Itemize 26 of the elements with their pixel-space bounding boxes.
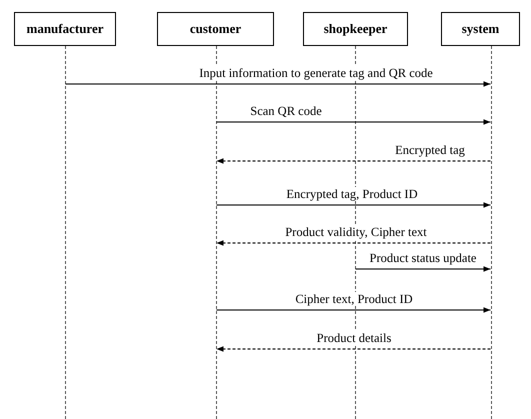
participant-name: customer [190,21,242,37]
message-label: Encrypted tag [395,143,465,157]
lifeline [491,46,492,419]
message-arrow [216,158,491,164]
participant-box [441,12,520,46]
lifeline [65,46,66,419]
message-label: Input information to generate tag and QR code [199,66,433,80]
participant-name: manufacturer [26,21,104,37]
participant-box [14,12,116,46]
message-arrow [216,202,491,208]
message-label: Scan QR code [250,104,322,118]
message-arrow [355,266,491,272]
message-arrow [216,307,491,313]
message-arrow [65,81,491,87]
message-label: Encrypted tag, Product ID [286,187,418,201]
participant-box [157,12,274,46]
participant-box [303,12,408,46]
message-label: Product status update [370,251,476,265]
participant-name: shopkeeper [324,21,388,37]
message-label: Product validity, Cipher text [285,225,427,239]
message-label: Cipher text, Product ID [295,292,413,306]
message-label: Product details [316,331,392,345]
message-arrow [216,119,491,125]
message-arrow [216,346,491,352]
participant-name: system [462,21,500,37]
message-arrow [216,240,491,246]
